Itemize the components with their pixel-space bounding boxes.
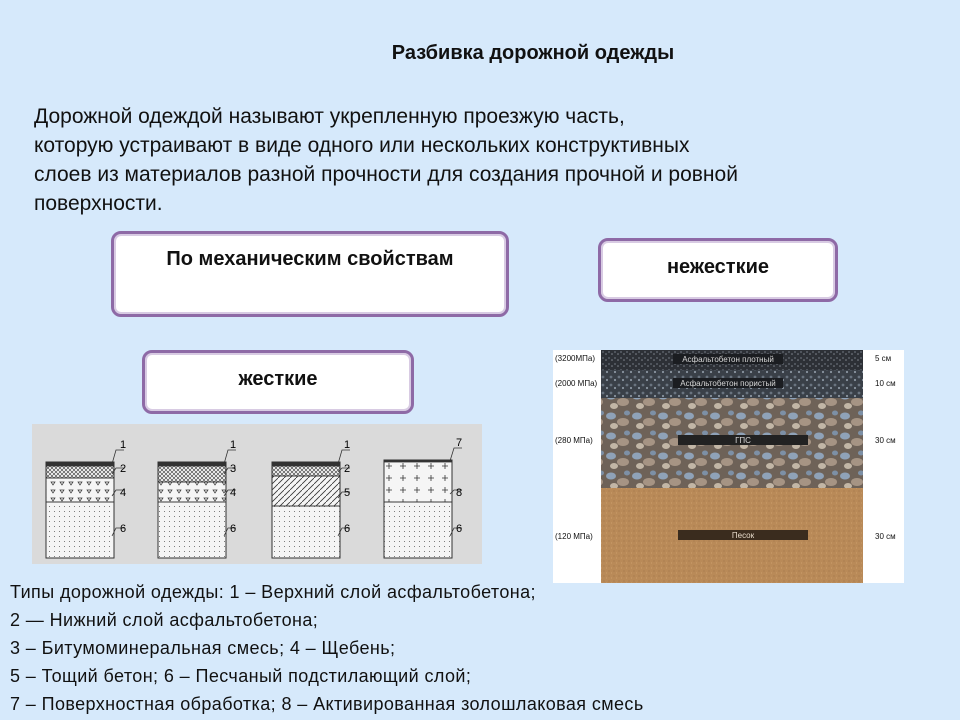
legend-line: 5 – Тощий бетон; 6 – Песчаный подстилающ… xyxy=(10,666,472,686)
thickness-label: 5 см xyxy=(875,354,891,363)
pavement-layers-photo: Асфальтобетон плотный Асфальтобетон пори… xyxy=(553,350,904,583)
intro-line: поверхности. xyxy=(34,192,163,215)
modulus-label: (3200МПа) xyxy=(555,354,595,363)
section-label: 8 xyxy=(456,487,462,499)
section-label: 1 xyxy=(120,439,126,451)
modulus-label: (280 МПа) xyxy=(555,436,593,445)
section-label: 6 xyxy=(230,523,236,535)
layer-label: Асфальтобетон плотный xyxy=(682,355,774,364)
section-label: 4 xyxy=(120,487,126,499)
section-label: 5 xyxy=(344,487,350,499)
legend-text: Типы дорожной одежды: 1 – Верхний слой а… xyxy=(10,578,644,718)
section-label: 6 xyxy=(120,523,126,535)
legend-line: 2 — Нижний слой асфальтобетона; xyxy=(10,610,319,630)
section-label: 1 xyxy=(230,439,236,451)
modulus-label: (120 МПа) xyxy=(555,532,593,541)
layer-label: Асфальтобетон пористый xyxy=(680,379,776,388)
layer-label: ГПС xyxy=(735,436,751,445)
thickness-label: 30 см xyxy=(875,436,896,445)
intro-line: Дорожной одеждой называют укрепленную пр… xyxy=(34,105,625,128)
mechanical-properties-box: По механическим свойствам xyxy=(111,231,509,317)
section-label: 3 xyxy=(230,463,236,475)
cross-section-drawing: 1 2 4 6 1 3 4 6 xyxy=(45,437,462,559)
legend-line: Типы дорожной одежды: 1 – Верхний слой а… xyxy=(10,582,536,602)
rigid-pavement-box: жесткие xyxy=(142,350,414,414)
section-label: 1 xyxy=(344,439,350,451)
section-label: 2 xyxy=(344,463,350,475)
section-label: 6 xyxy=(456,523,462,535)
section-label: 7 xyxy=(456,437,462,449)
legend-line: 7 – Поверхностная обработка; 8 – Активир… xyxy=(10,694,644,714)
cross-section-1: 1 2 4 6 xyxy=(45,439,126,559)
layer-label: Песок xyxy=(732,531,755,540)
cross-section-2: 1 3 4 6 xyxy=(157,439,236,559)
section-label: 2 xyxy=(120,463,126,475)
legend-line: 3 – Битумоминеральная смесь; 4 – Щебень; xyxy=(10,638,396,658)
rigid-pavement-label: жесткие xyxy=(238,368,318,390)
flexible-pavement-label: нежесткие xyxy=(666,256,770,278)
section-label: 4 xyxy=(230,487,236,499)
mechanical-properties-label: По механическим свойствам xyxy=(166,248,454,270)
thickness-label: 30 см xyxy=(875,532,896,541)
layers-illustration: Асфальтобетон плотный Асфальтобетон пори… xyxy=(553,350,904,583)
modulus-label: (2000 МПа) xyxy=(555,379,598,388)
cross-section-4: 7 8 6 xyxy=(383,437,462,559)
intro-line: слоев из материалов разной прочности для… xyxy=(34,163,738,186)
intro-line: которую устраивают в виде одного или нес… xyxy=(34,134,690,157)
cross-section-3: 1 2 5 6 xyxy=(271,439,350,559)
flexible-pavement-box: нежесткие xyxy=(598,238,838,302)
slide-title: Разбивка дорожной одежды xyxy=(391,42,675,64)
pavement-cross-section-diagram: 1 2 4 6 1 3 4 6 xyxy=(32,424,482,564)
section-label: 6 xyxy=(344,523,350,535)
intro-paragraph: Дорожной одеждой называют укрепленную пр… xyxy=(34,102,864,218)
thickness-label: 10 см xyxy=(875,379,896,388)
